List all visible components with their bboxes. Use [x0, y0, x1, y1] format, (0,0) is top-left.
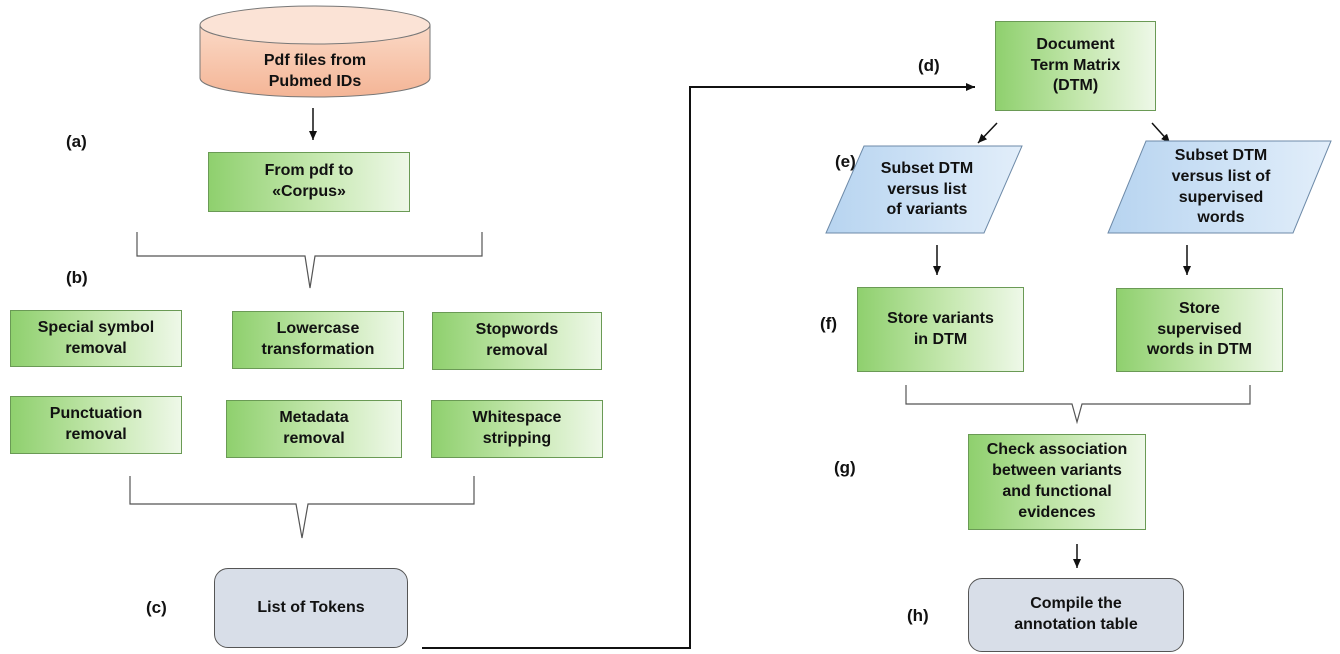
arrow-dtm-to-subset-words: [1151, 122, 1171, 144]
subset-words-shape: [1107, 140, 1332, 234]
step-label-g: (g): [834, 458, 856, 477]
check-association-box: Check association between variants and f…: [968, 434, 1146, 530]
brace-c-bottom: [129, 476, 475, 539]
brace-g-top: [905, 385, 1251, 425]
step-label-c: (c): [146, 598, 167, 617]
step-label-d: (d): [918, 56, 940, 75]
subset-words-label: Subset DTM versus list of supervised wor…: [1171, 146, 1271, 227]
compile-annotation-table-box: Compile the annotation table: [968, 578, 1184, 652]
metadata-removal-box: Metadata removal: [226, 400, 402, 458]
step-label-e: (e): [835, 152, 856, 171]
stopwords-removal-box: Stopwords removal: [432, 312, 602, 370]
list-of-tokens-box: List of Tokens: [214, 568, 408, 648]
pdf-database-label: Pdf files from Pubmed IDs: [263, 52, 367, 90]
pdf-database-cylinder: [199, 5, 431, 98]
step-label-f: (f): [820, 314, 837, 333]
dtm-box: Document Term Matrix (DTM): [995, 21, 1156, 111]
subset-variants-label: Subset DTM versus list of variants: [880, 159, 974, 219]
lowercase-transformation-box: Lowercase transformation: [232, 311, 404, 369]
arrow-tokens-to-dtm: [422, 83, 975, 649]
step-label-b: (b): [66, 268, 88, 287]
special-symbol-removal-box: Special symbol removal: [10, 310, 182, 367]
arrow-dtm-to-subset-variants: [977, 122, 998, 144]
store-supervised-words-box: Store supervised words in DTM: [1116, 288, 1283, 372]
step-label-h: (h): [907, 606, 929, 625]
subset-variants-shape: [825, 145, 1023, 234]
step-label-a: (a): [66, 132, 87, 151]
whitespace-stripping-box: Whitespace stripping: [431, 400, 603, 458]
store-variants-box: Store variants in DTM: [857, 287, 1024, 372]
punctuation-removal-box: Punctuation removal: [10, 396, 182, 454]
corpus-box: From pdf to «Corpus»: [208, 152, 410, 212]
brace-b-top: [136, 232, 483, 289]
